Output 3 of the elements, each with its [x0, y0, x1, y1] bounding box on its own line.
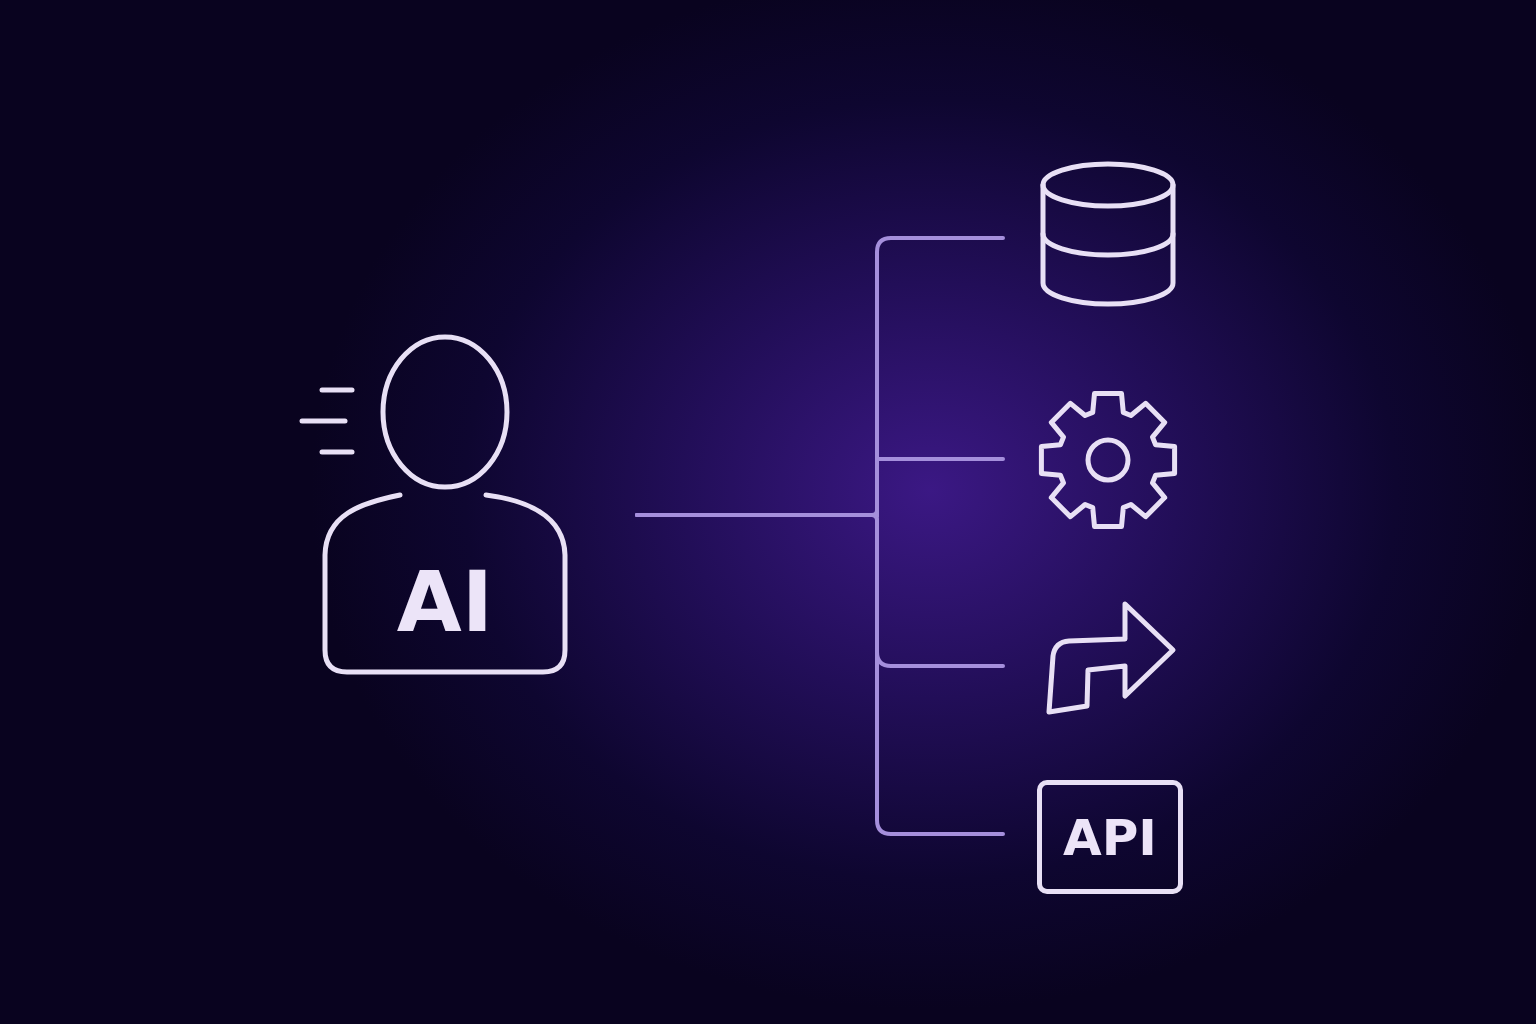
node-label: API: [1062, 813, 1158, 863]
node-label: AI: [395, 560, 495, 644]
connector-line: [635, 513, 1005, 836]
